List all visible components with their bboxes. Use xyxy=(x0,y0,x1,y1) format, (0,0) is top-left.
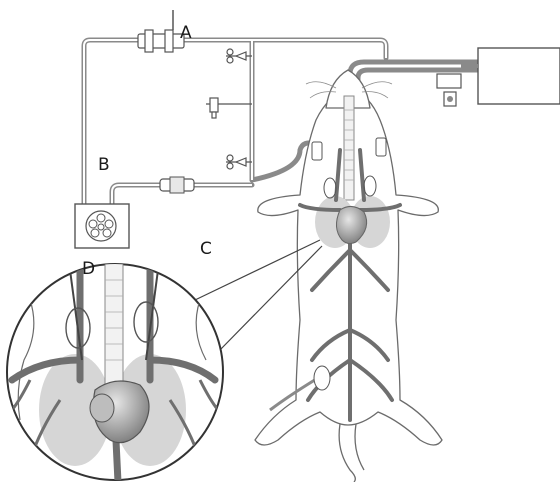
rat-trachea xyxy=(344,96,354,200)
valve-a xyxy=(138,10,184,52)
label-b: B xyxy=(98,155,110,175)
reservoir-b xyxy=(75,204,129,248)
label-c: C xyxy=(200,239,212,259)
stopcock-top xyxy=(226,49,252,63)
inset-trachea xyxy=(105,262,123,392)
ventilator-box xyxy=(437,48,560,106)
vent-tube-2 xyxy=(358,70,480,92)
stopcock-bottom xyxy=(226,155,252,169)
stopcock-middle xyxy=(206,98,252,118)
inline-filter xyxy=(160,177,194,193)
label-a: A xyxy=(180,23,192,43)
tubing-circuit xyxy=(84,40,480,212)
label-d: D xyxy=(82,259,95,279)
